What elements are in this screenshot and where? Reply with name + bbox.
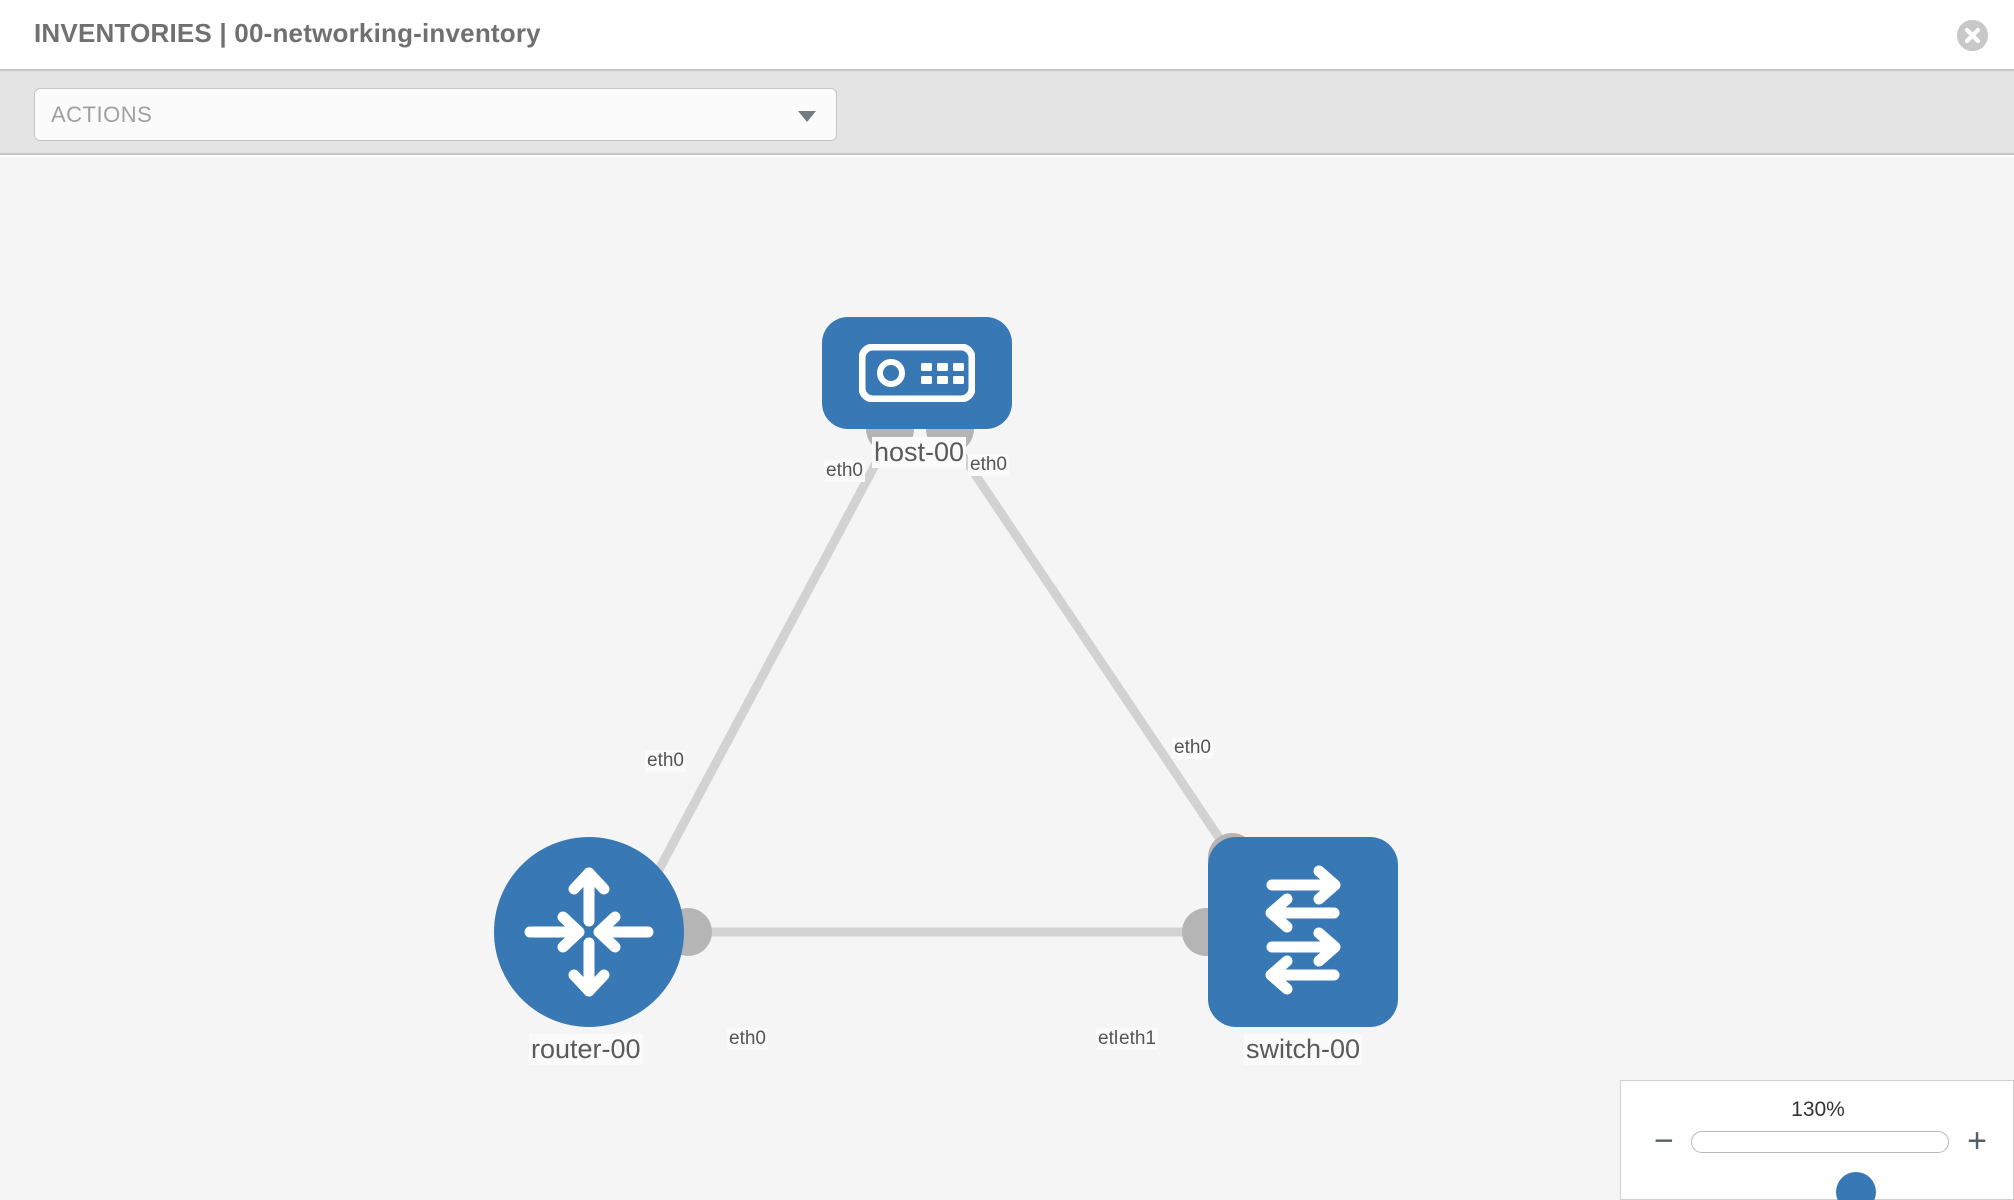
node-host-00[interactable] xyxy=(822,317,1012,429)
actions-dropdown-label: ACTIONS xyxy=(51,102,153,127)
zoom-slider-thumb[interactable] xyxy=(1836,1172,1876,1200)
port-label-switch-up: eth0 xyxy=(1172,737,1213,759)
port-label-switch-left: eth1 xyxy=(1117,1028,1158,1050)
chevron-down-icon xyxy=(798,111,816,122)
zoom-control: 130% − + xyxy=(1620,1080,2014,1200)
close-icon[interactable] xyxy=(1957,20,1988,51)
actions-dropdown[interactable]: ACTIONS xyxy=(34,88,837,141)
node-switch-00[interactable] xyxy=(1208,837,1398,1027)
toolbar: ACTIONS SEARCH xyxy=(0,69,2014,210)
node-label-host-00: host-00 xyxy=(872,437,967,468)
link-host-router xyxy=(651,434,894,880)
page-title: INVENTORIES | 00-networking-inventory xyxy=(34,18,541,48)
zoom-slider-track[interactable] xyxy=(1691,1131,1949,1200)
router-arrows-icon xyxy=(524,867,654,997)
port-label-host-right: eth0 xyxy=(968,454,1009,476)
link-host-switch xyxy=(946,434,1236,860)
zoom-level-value: 130% xyxy=(1791,1098,1845,1121)
node-label-router-00: router-00 xyxy=(529,1034,643,1065)
port-label-router-right: eth0 xyxy=(727,1028,768,1050)
server-icon xyxy=(859,344,975,402)
port-label-router-up: eth0 xyxy=(645,750,686,772)
node-router-00[interactable] xyxy=(494,837,684,1027)
zoom-in-button[interactable]: + xyxy=(1967,1122,1987,1160)
switch-arrows-icon xyxy=(1265,865,1341,995)
node-label-switch-00: switch-00 xyxy=(1244,1034,1363,1065)
port-label-host-left: eth0 xyxy=(824,460,865,482)
topology-canvas[interactable]: host-00 router-00 xyxy=(0,157,2014,1200)
zoom-out-button[interactable]: − xyxy=(1654,1122,1674,1160)
topology-links xyxy=(651,405,1256,956)
page-header: INVENTORIES | 00-networking-inventory xyxy=(0,0,2014,69)
